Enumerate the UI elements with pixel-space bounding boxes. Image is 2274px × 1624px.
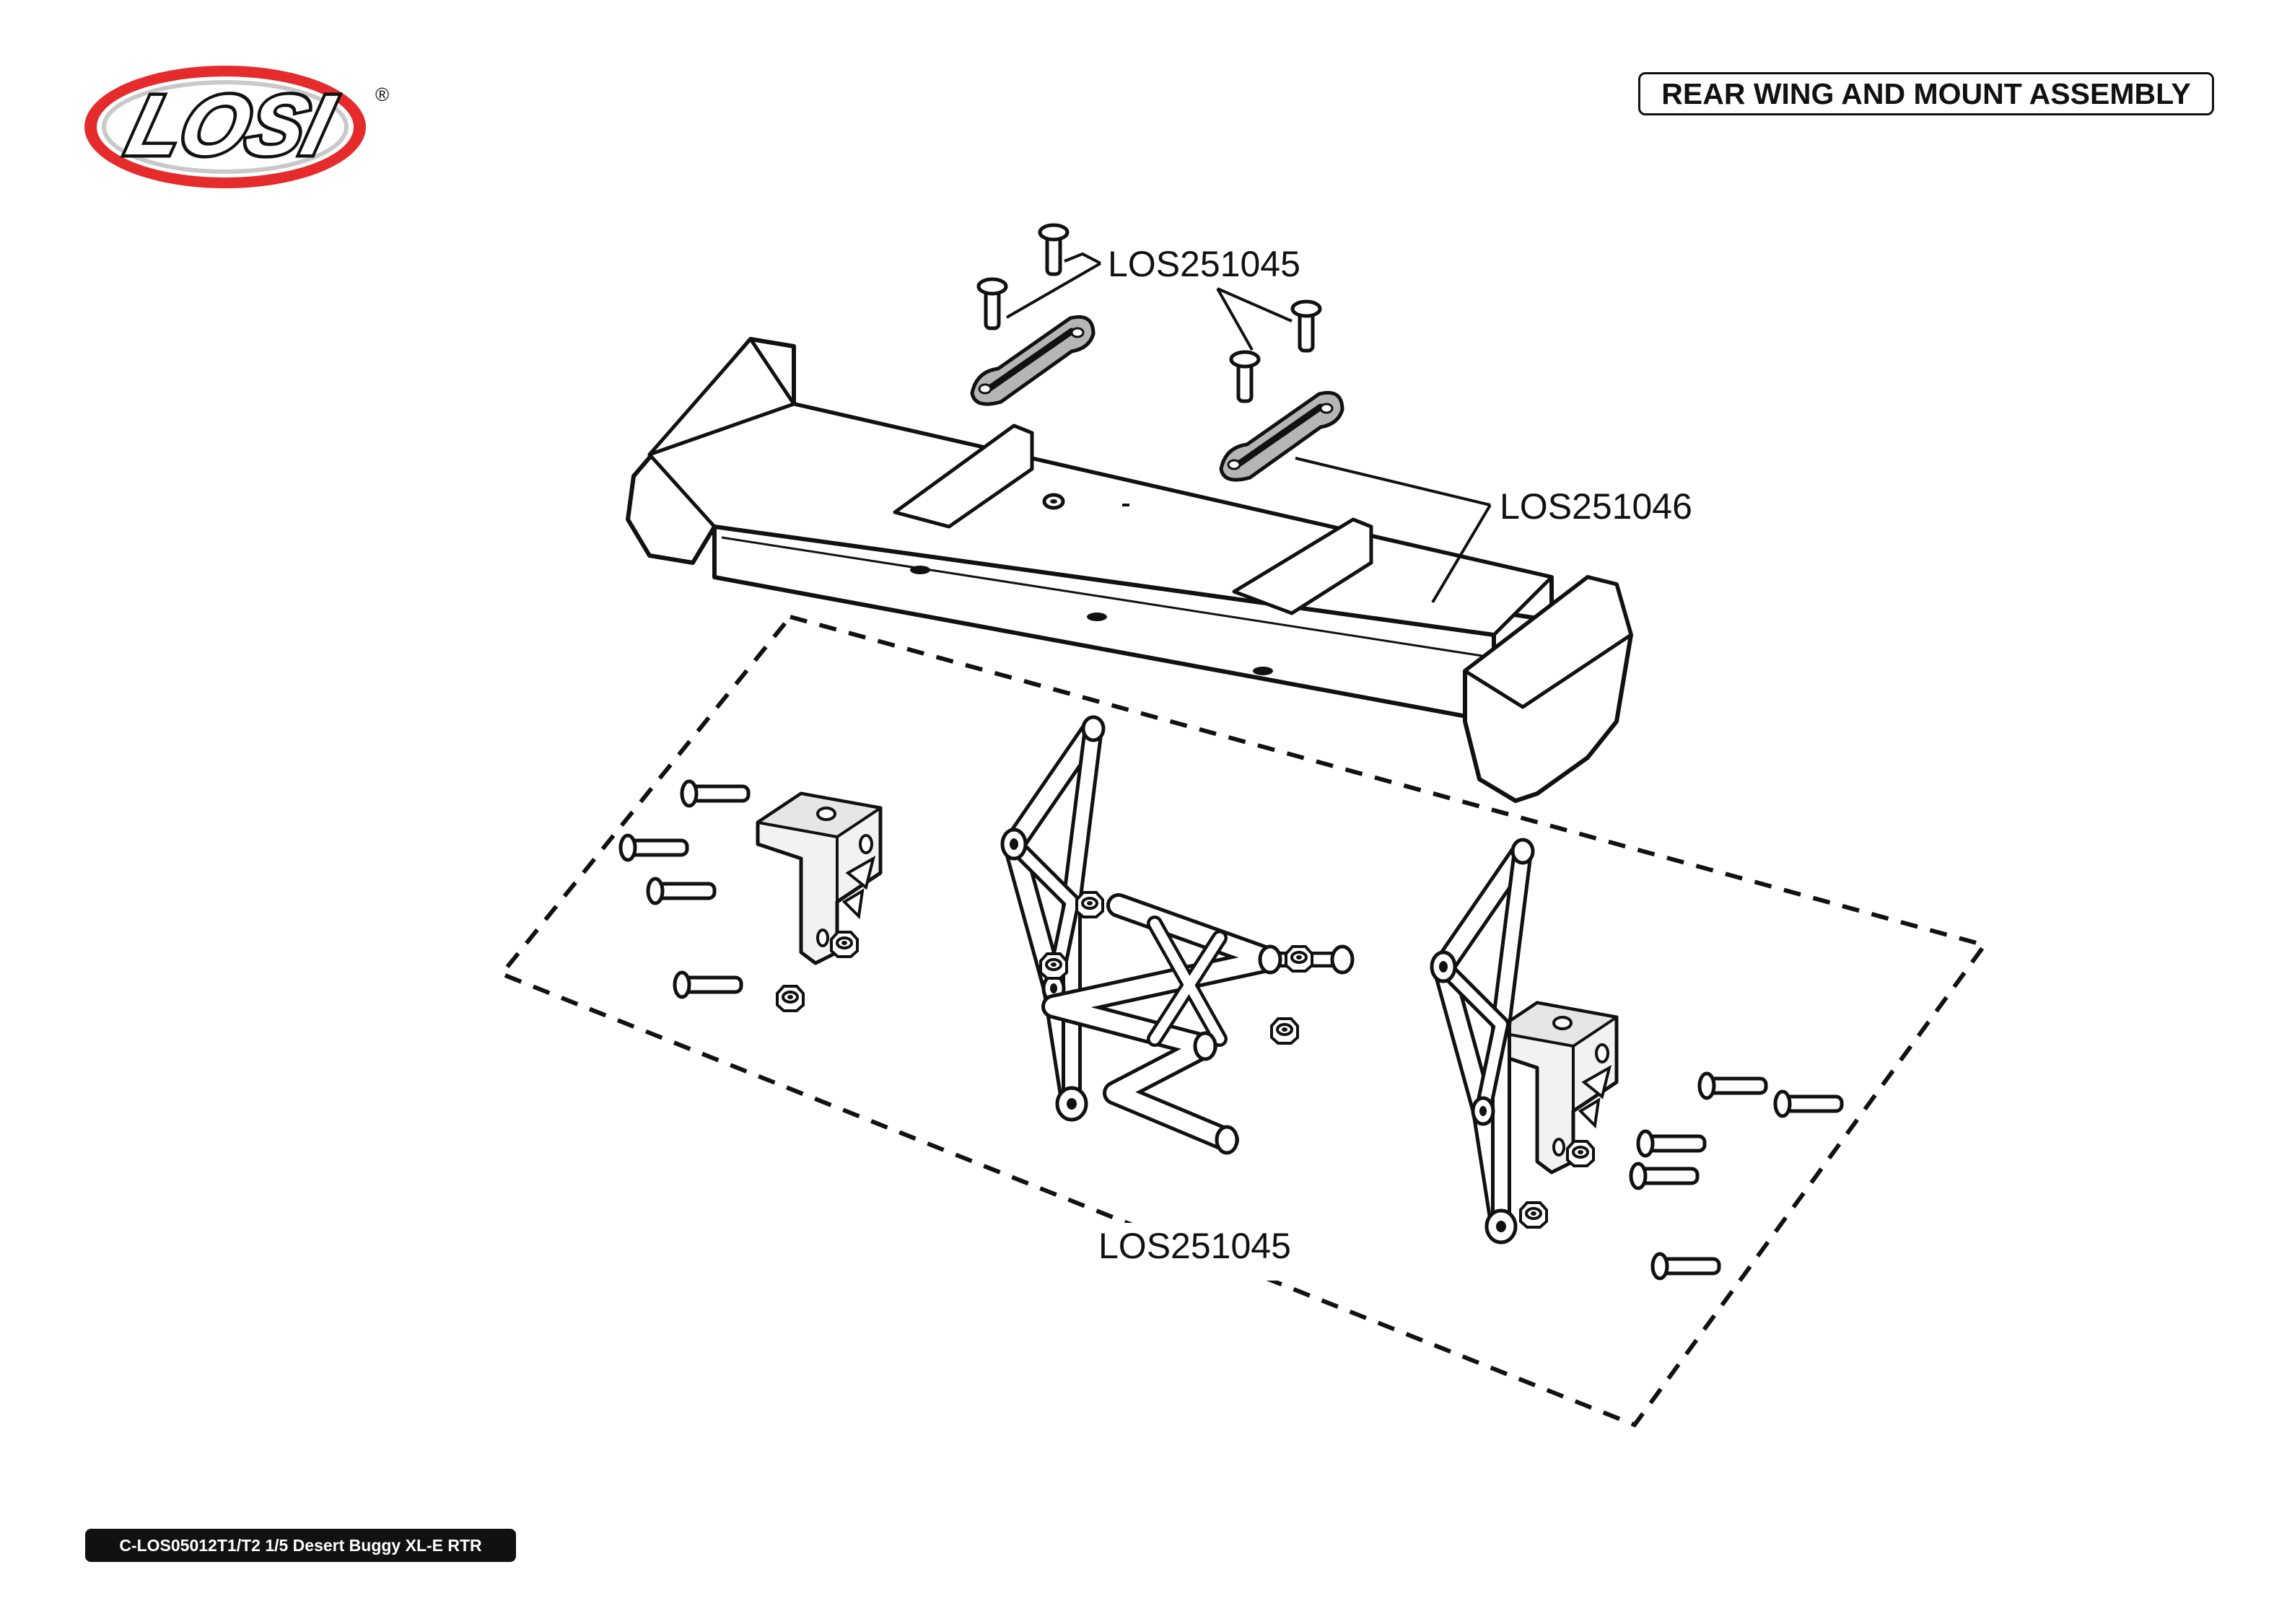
upper-screw-2: [979, 279, 1006, 328]
page-title: REAR WING AND MOUNT ASSEMBLY: [1638, 72, 2214, 115]
bolt-5: [1700, 1074, 1766, 1098]
label-gap: [1083, 1223, 1292, 1281]
nut-5: [1285, 945, 1313, 973]
nut-4: [1039, 952, 1068, 980]
upper-screw-1: [1040, 225, 1067, 274]
nut-8: [1519, 1201, 1548, 1229]
mount-block-right: [1494, 1003, 1617, 1172]
nut-6: [1270, 1017, 1299, 1045]
bolt-1: [682, 781, 748, 806]
wing-washer-right: [1221, 392, 1342, 480]
rear-wing: [626, 337, 1633, 803]
center-brace: [1041, 893, 1355, 1155]
bolt-7: [1638, 1131, 1705, 1156]
nut-3: [1075, 891, 1104, 918]
upper-screw-3: [1293, 302, 1320, 351]
bolt-2: [621, 835, 687, 860]
nut-2: [776, 985, 805, 1012]
bolt-9: [1653, 1254, 1719, 1278]
bolt-4: [675, 973, 741, 997]
bolt-3: [648, 879, 714, 903]
losi-logo: LOSI ®: [84, 66, 389, 188]
mount-block-left: [758, 794, 880, 963]
upper-screw-4: [1231, 352, 1259, 401]
bolt-6: [1775, 1092, 1842, 1116]
model-badge: C-LOS05012T1/T2 1/5 Desert Buggy XL-E RT…: [85, 1529, 516, 1562]
nut-1: [830, 931, 859, 958]
registered-mark: ®: [375, 84, 389, 105]
bolt-8: [1631, 1164, 1697, 1188]
nut-7: [1566, 1140, 1595, 1167]
part-label-mount-assembly: LOS251045: [1098, 1226, 1291, 1266]
logo-wordmark: LOSI: [119, 79, 344, 173]
mount-assembly-boundary: [498, 614, 1988, 1428]
part-label-upper-screws: LOS251045: [1108, 244, 1300, 284]
leader-lines: [1006, 252, 1492, 604]
part-label-wing: LOS251046: [1500, 486, 1692, 527]
